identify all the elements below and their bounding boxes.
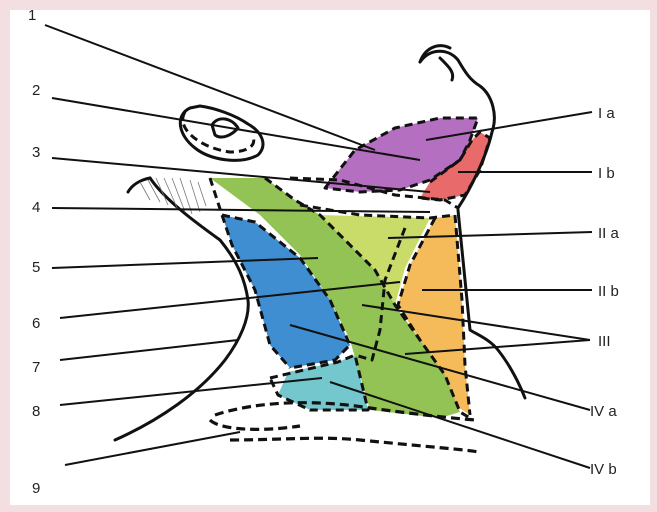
label-level-ivb: IV b — [590, 461, 617, 478]
label-level-iia: II a — [598, 225, 620, 242]
label-level-iva: IV a — [590, 403, 617, 420]
label-3: 3 — [32, 144, 40, 161]
label-1: 1 — [28, 7, 36, 24]
ear-outline — [180, 106, 263, 160]
label-5: 5 — [32, 259, 40, 276]
label-level-ia: I a — [598, 105, 615, 122]
right-labels: I a I b II a II b III IV a IV b — [590, 105, 620, 478]
label-4: 4 — [32, 199, 40, 216]
label-level-iib: II b — [598, 283, 619, 300]
clavicle-boundary-lower — [210, 420, 300, 429]
hair-line — [128, 178, 150, 192]
front-neck-outline — [458, 210, 525, 398]
label-9: 9 — [32, 480, 40, 497]
label-level-ib: I b — [598, 165, 615, 182]
label-2: 2 — [32, 82, 40, 99]
label-6: 6 — [32, 315, 40, 332]
label-8: 8 — [32, 403, 40, 420]
left-labels: 1 2 3 4 5 6 7 8 9 — [28, 7, 40, 497]
label-7: 7 — [32, 359, 40, 376]
shoulder-boundary — [230, 438, 478, 452]
label-level-iii: III — [598, 333, 611, 350]
